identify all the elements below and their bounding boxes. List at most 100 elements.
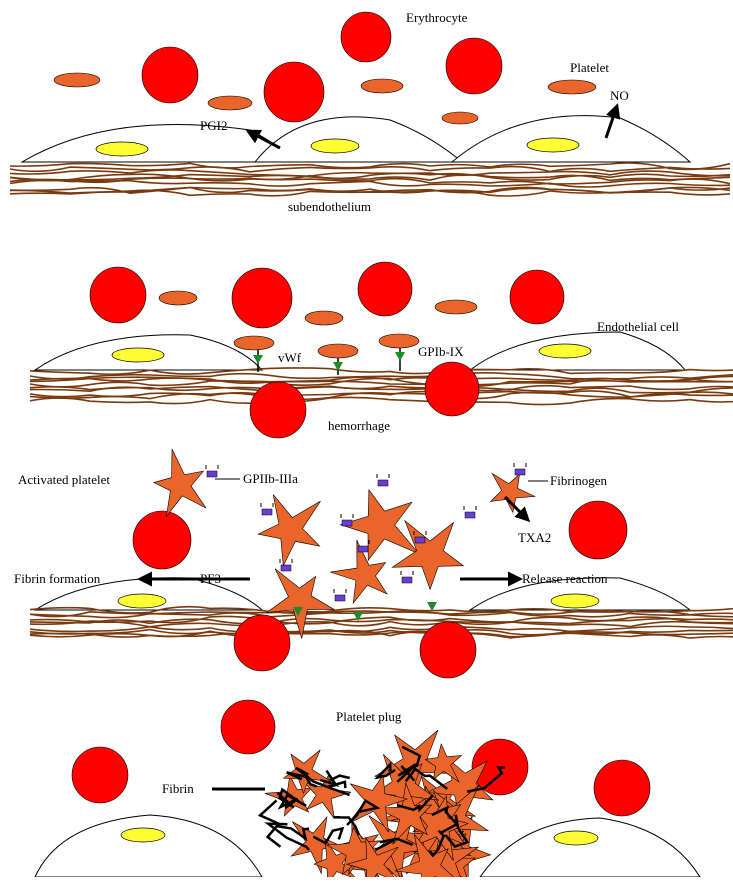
endothelium-layer-1 <box>20 115 692 163</box>
subendothelium-collagen <box>29 605 733 639</box>
label-fibrinogen: Fibrinogen <box>550 473 608 488</box>
erythrocyte-icon <box>249 381 307 439</box>
collagen-fiber <box>9 165 731 173</box>
activated-platelet-icon <box>330 540 388 605</box>
label-platelet-plug: Platelet plug <box>336 709 402 724</box>
gpiib-iiia-receptor <box>334 594 346 602</box>
label-pgi2: PGI2 <box>200 118 227 133</box>
vwf-marker <box>427 602 437 611</box>
activated-platelet-icon <box>394 834 460 882</box>
platelet-icon <box>547 79 597 95</box>
erythrocyte-icon <box>141 46 199 104</box>
arrow-icon <box>245 129 281 150</box>
collagen-fiber <box>29 610 733 619</box>
platelet-icon <box>207 95 253 111</box>
label-txa2: TXA2 <box>518 530 551 545</box>
activated-platelet-icon <box>265 568 336 639</box>
endothelial-cell <box>450 115 692 163</box>
arrow-icon <box>503 495 531 523</box>
erythrocyte-icon <box>509 269 565 325</box>
activated-platelet-icon <box>345 836 399 882</box>
erythrocyte-icon <box>445 37 503 95</box>
erythrocyte-icon <box>233 614 291 672</box>
label-platelet: Platelet <box>570 60 609 75</box>
label-fibrin-formation: Fibrin formation <box>14 571 101 586</box>
collagen-fiber <box>9 162 731 171</box>
erythrocyte-icon <box>357 261 413 317</box>
activated-platelet-icon <box>414 795 470 861</box>
collagen-fiber <box>29 379 733 388</box>
label-gpib-ix: GPIb-IX <box>418 344 464 359</box>
panel-normal-vessel: Erythrocyte Platelet NO PGI2 subendothel… <box>9 10 731 214</box>
panel-platelet-activation: Activated platelet GPIIb-IIIa Fibrinogen… <box>14 448 733 679</box>
collagen-fiber <box>9 169 731 178</box>
platelet-icon <box>304 310 344 326</box>
panel-vessel-injury: Endothelial cell vWf GPIb-IX hemorrhage <box>29 261 733 439</box>
gpiib-iiia-receptor <box>514 468 526 476</box>
endothelial-nucleus <box>310 138 360 154</box>
collagen-fiber <box>29 367 733 376</box>
erythrocyte-icon <box>340 11 392 63</box>
platelet-icon <box>378 333 420 349</box>
platelet-icon <box>434 299 478 315</box>
collagen-fiber <box>9 173 731 182</box>
vwf-marker <box>293 607 303 616</box>
collagen-fiber <box>9 179 731 188</box>
erythrocyte-icon <box>231 267 293 329</box>
collagen-fiber <box>9 189 731 197</box>
collagen-fiber <box>29 625 733 634</box>
endothelial-nucleus <box>526 137 580 153</box>
activated-platelet-icon <box>347 774 409 833</box>
erythrocyte-icon <box>89 266 147 324</box>
label-no: NO <box>610 88 629 103</box>
collagen-fiber <box>29 384 733 392</box>
endothelial-nucleus <box>538 343 592 359</box>
label-pf3: PF3 <box>200 571 221 586</box>
gpiib-iiia-receptor <box>280 564 292 572</box>
gpiib-iiia-receptor <box>206 470 218 478</box>
erythrocyte-icon <box>71 746 129 804</box>
label-release-reaction: Release reaction <box>522 571 608 586</box>
label-erythrocyte: Erythrocyte <box>406 10 468 25</box>
label-fibrin: Fibrin <box>162 781 194 796</box>
gpiib-iiia-receptor <box>377 479 389 487</box>
erythrocyte-icon <box>132 510 192 570</box>
endothelial-nucleus <box>95 141 149 157</box>
endothelial-nucleus <box>111 347 165 363</box>
platelet-icon <box>53 72 101 88</box>
activated-platelet-icon <box>282 749 332 795</box>
erythrocyte-icon <box>419 621 477 679</box>
label-endothelial-cell: Endothelial cell <box>597 319 679 334</box>
endothelial-nucleus <box>120 827 166 843</box>
endothelial-nucleus <box>117 593 167 609</box>
collagen-fiber <box>29 377 733 386</box>
platelet-icon <box>360 78 404 94</box>
collagen-fiber <box>29 385 733 394</box>
erythrocyte-icon <box>263 61 325 123</box>
activated-platelet-icon <box>152 448 207 518</box>
label-vwf: vWf <box>278 350 302 365</box>
gpiib-iiia-receptor <box>401 576 413 584</box>
gpiib-iiia-receptor <box>261 508 273 516</box>
label-subendothelium: subendothelium <box>288 199 371 214</box>
platelet-icon <box>233 335 275 351</box>
erythrocyte-icon <box>424 361 480 417</box>
subendothelium-collagen <box>9 162 731 197</box>
endothelial-nucleus <box>550 593 600 609</box>
subendothelium-collagen <box>29 367 733 406</box>
endothelial-cell <box>34 814 263 878</box>
collagen-fiber <box>29 391 733 401</box>
label-activated-platelet: Activated platelet <box>18 472 110 487</box>
platelet-plug <box>264 729 494 882</box>
gpiib-iiia-receptor <box>464 511 476 519</box>
erythrocyte-icon <box>220 699 276 755</box>
collagen-fiber <box>29 628 733 636</box>
platelet-icon <box>317 343 359 359</box>
panel-platelet-plug: Platelet plug Fibrin <box>34 699 701 882</box>
platelet-icon <box>158 290 198 306</box>
endothelial-nucleus <box>553 830 599 846</box>
collagen-fiber <box>9 172 731 181</box>
collagen-fiber <box>29 615 733 625</box>
collagen-fiber <box>29 396 733 406</box>
